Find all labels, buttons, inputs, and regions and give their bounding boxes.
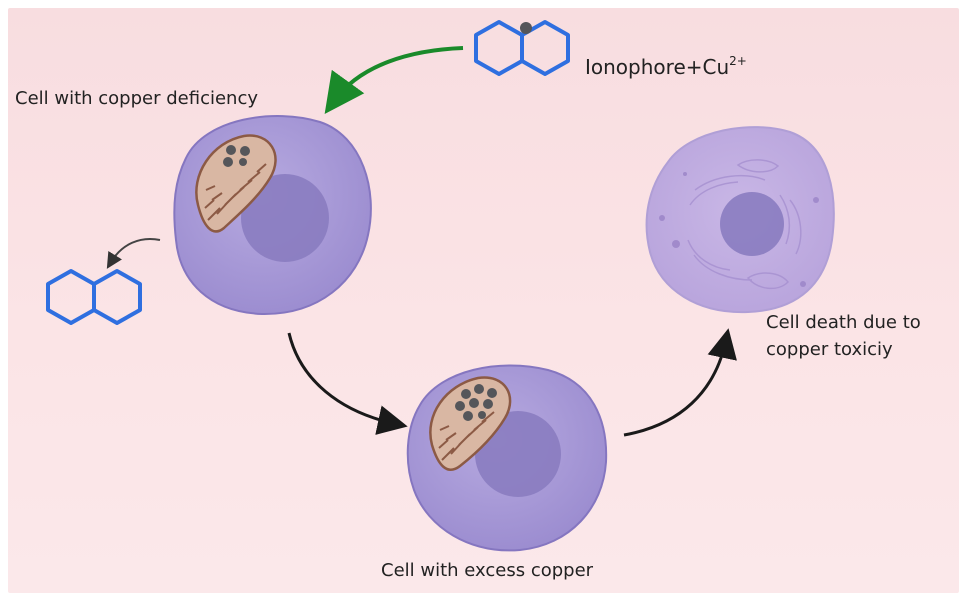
copper-dot-icon bbox=[520, 22, 532, 34]
mitochondrion-icon bbox=[195, 134, 277, 233]
cell-excess bbox=[406, 364, 608, 552]
nucleus bbox=[241, 174, 329, 262]
nucleus bbox=[720, 192, 784, 256]
released-ionophore-icon bbox=[46, 269, 142, 325]
label-cell-death-line1: Cell death due to bbox=[766, 312, 921, 333]
black-arrow-up-icon bbox=[623, 328, 737, 437]
nucleus bbox=[475, 411, 561, 497]
label-ionophore: Ionophore+Cu2+ bbox=[585, 48, 747, 80]
label-cell-death-line2: copper toxiciy bbox=[766, 339, 893, 360]
ionophore-molecule-icon bbox=[474, 20, 570, 76]
green-arrow-icon bbox=[324, 46, 464, 114]
label-cell-deficiency: Cell with copper deficiency bbox=[15, 88, 258, 109]
cell-deficiency bbox=[173, 115, 372, 316]
black-arrow-down-icon bbox=[287, 332, 408, 435]
mitochondrion-icon bbox=[429, 376, 512, 471]
label-cell-death: Cell death due to copper toxiciy bbox=[766, 309, 921, 363]
label-ionophore-charge: 2+ bbox=[729, 54, 747, 68]
cell-death bbox=[645, 126, 835, 314]
label-ionophore-text: Ionophore+Cu bbox=[585, 55, 730, 79]
release-arrow-icon bbox=[106, 238, 161, 269]
label-cell-excess: Cell with excess copper bbox=[381, 560, 594, 581]
